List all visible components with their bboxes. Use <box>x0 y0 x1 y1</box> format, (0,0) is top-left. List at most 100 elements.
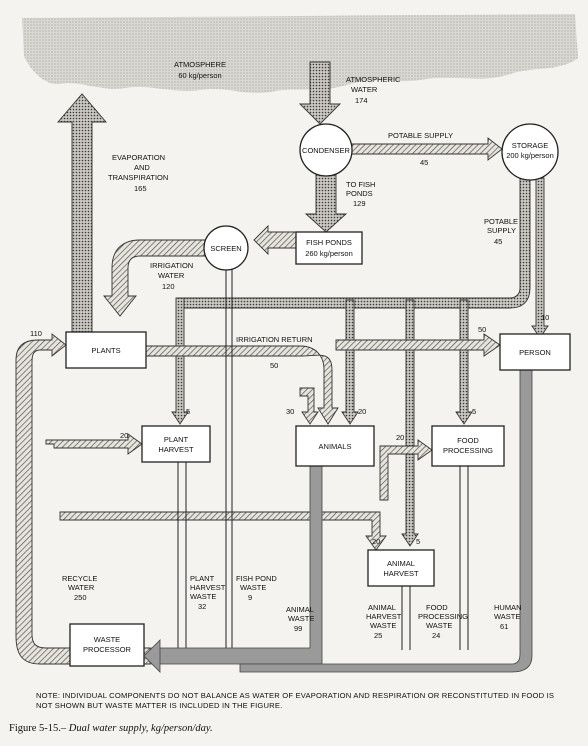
fish-ponds-label: FISH PONDS <box>306 238 352 247</box>
animal-waste-label-1: ANIMAL <box>286 605 314 614</box>
recycle-water-label-2: WATER <box>68 583 95 592</box>
irrigation-return-label: IRRIGATION RETURN <box>236 335 313 344</box>
atmosphere-cloud <box>22 14 578 93</box>
atmospheric-water-label-1: ATMOSPHERIC <box>346 75 401 84</box>
potable-supply-side-label-2: SUPPLY <box>487 226 516 235</box>
fish-pond-waste-line <box>225 260 233 650</box>
plant-harvest-waste-label-3: WASTE <box>190 592 216 601</box>
animals-node <box>295 425 375 467</box>
human-waste-arrow <box>239 369 533 673</box>
to-animals-20-value: 20 <box>358 407 366 416</box>
figure-note: NOTE: INDIVIDUAL COMPONENTS DO NOT BALAN… <box>36 691 555 710</box>
storage-node <box>501 123 559 181</box>
fishponds-to-screen-arrow <box>253 224 297 256</box>
recycle-in-value: 110 <box>30 329 42 338</box>
animal-harvest-label-2: HARVEST <box>383 569 419 578</box>
evaporation-label-1: EVAPORATION <box>112 153 165 162</box>
irrigation-water-arrow <box>103 239 207 317</box>
animal-harvest-waste-line <box>401 586 411 650</box>
to-plant-harvest-top-value: 5 <box>186 407 190 416</box>
fish-ponds-amount: 260 kg/person <box>305 249 353 258</box>
potable-supply-side-value: 45 <box>494 237 502 246</box>
irrigation-water-value: 120 <box>162 282 175 291</box>
potable-to-plant-harvest <box>171 297 189 425</box>
potable-to-animals <box>341 299 359 425</box>
plants-to-person-arrow <box>335 333 501 357</box>
irrigation-water-label-1: IRRIGATION <box>150 261 193 270</box>
recycle-water-value: 250 <box>74 593 87 602</box>
irrigation-water-label-2: WATER <box>158 271 185 280</box>
recycle-water-label-1: RECYCLE <box>62 574 97 583</box>
storage-to-person-value: 10 <box>541 313 549 322</box>
plant-harvest-waste-line <box>177 462 187 650</box>
food-processing-waste-label-2: PROCESSING <box>418 612 468 621</box>
waste-processor-node <box>69 623 145 667</box>
storage-label: STORAGE <box>512 141 549 150</box>
evaporation-label-3: TRANSPIRATION <box>108 173 168 182</box>
human-waste-label-2: WASTE <box>494 612 520 621</box>
food-processing-waste-label-3: WASTE <box>426 621 452 630</box>
atmosphere-amount: 60 kg/person <box>178 71 221 80</box>
potable-supply-arrow <box>351 137 503 161</box>
to-fish-ponds-arrow <box>304 173 348 233</box>
evaporation-value: 165 <box>134 184 147 193</box>
animals-label: ANIMALS <box>319 442 352 451</box>
atmospheric-water-arrow <box>298 61 342 125</box>
to-food-processing-5-value: 5 <box>472 407 476 416</box>
atmospheric-water-label-2: WATER <box>351 85 378 94</box>
plant-harvest-node <box>141 425 211 463</box>
animal-waste-value: 99 <box>294 624 302 633</box>
to-food-processing-20-value: 20 <box>396 433 404 442</box>
fish-pond-waste-value: 9 <box>248 593 252 602</box>
animal-waste-label-2: WASTE <box>288 614 314 623</box>
fish-pond-waste-label-2: WASTE <box>240 583 266 592</box>
to-plant-harvest-20-value: 20 <box>120 431 128 440</box>
fish-pond-waste-label-1: FISH POND <box>236 574 277 583</box>
plant-harvest-waste-label-2: HARVEST <box>190 583 226 592</box>
potable-supply-label: POTABLE SUPPLY <box>388 131 453 140</box>
to-person-value: 50 <box>478 325 486 334</box>
plants-node <box>65 331 147 369</box>
condenser-node <box>299 123 353 177</box>
recycle-to-food-processing <box>379 439 433 501</box>
animal-harvest-waste-label-1: ANIMAL <box>368 603 396 612</box>
waste-processor-label-1: WASTE <box>94 635 120 644</box>
waste-inflow-arrowhead <box>143 639 161 673</box>
food-processing-label-2: PROCESSING <box>443 446 493 455</box>
plant-harvest-label-1: PLANT <box>164 435 189 444</box>
food-processing-waste-line <box>459 466 469 650</box>
irrigation-return-value: 50 <box>270 361 278 370</box>
plant-harvest-waste-label-1: PLANT <box>190 574 215 583</box>
condenser-label: CONDENSER <box>302 146 351 155</box>
animal-harvest-waste-label-2: HARVEST <box>366 612 402 621</box>
storage-amount: 200 kg/person <box>506 151 554 160</box>
plant-harvest-label-2: HARVEST <box>158 445 194 454</box>
person-node <box>499 333 571 371</box>
figure-title: – Dual water supply, kg/person/day. <box>60 723 213 734</box>
figure-caption: Figure 5-15.– Dual water supply, kg/pers… <box>9 723 213 734</box>
screen-node <box>203 225 249 271</box>
screen-label: SCREEN <box>210 244 241 253</box>
human-waste-value: 61 <box>500 622 508 631</box>
fish-ponds-node <box>295 231 363 265</box>
to-fish-ponds-value: 129 <box>353 199 366 208</box>
plants-label: PLANTS <box>91 346 120 355</box>
food-processing-waste-label-1: FOOD <box>426 603 448 612</box>
to-animals-30-arrow <box>299 387 319 425</box>
recycle-trunk <box>59 511 387 551</box>
animal-harvest-label-1: ANIMAL <box>387 559 415 568</box>
irrigation-return-arrow <box>145 345 339 425</box>
to-fish-ponds-label-1: TO FISH <box>346 180 375 189</box>
evaporation-label-2: AND <box>134 163 150 172</box>
human-waste-label-1: HUMAN <box>494 603 522 612</box>
animal-harvest-node <box>367 549 435 587</box>
recycle-to-plant-harvest <box>45 433 143 455</box>
to-animal-harvest-20-value: 20 <box>372 537 380 546</box>
person-label: PERSON <box>519 348 551 357</box>
figure-number: Figure 5-15. <box>9 723 61 734</box>
animal-harvest-waste-value: 25 <box>374 631 382 640</box>
to-fish-ponds-label-2: PONDS <box>346 189 373 198</box>
atmosphere-label: ATMOSPHERE <box>174 60 226 69</box>
food-processing-label-1: FOOD <box>457 436 479 445</box>
